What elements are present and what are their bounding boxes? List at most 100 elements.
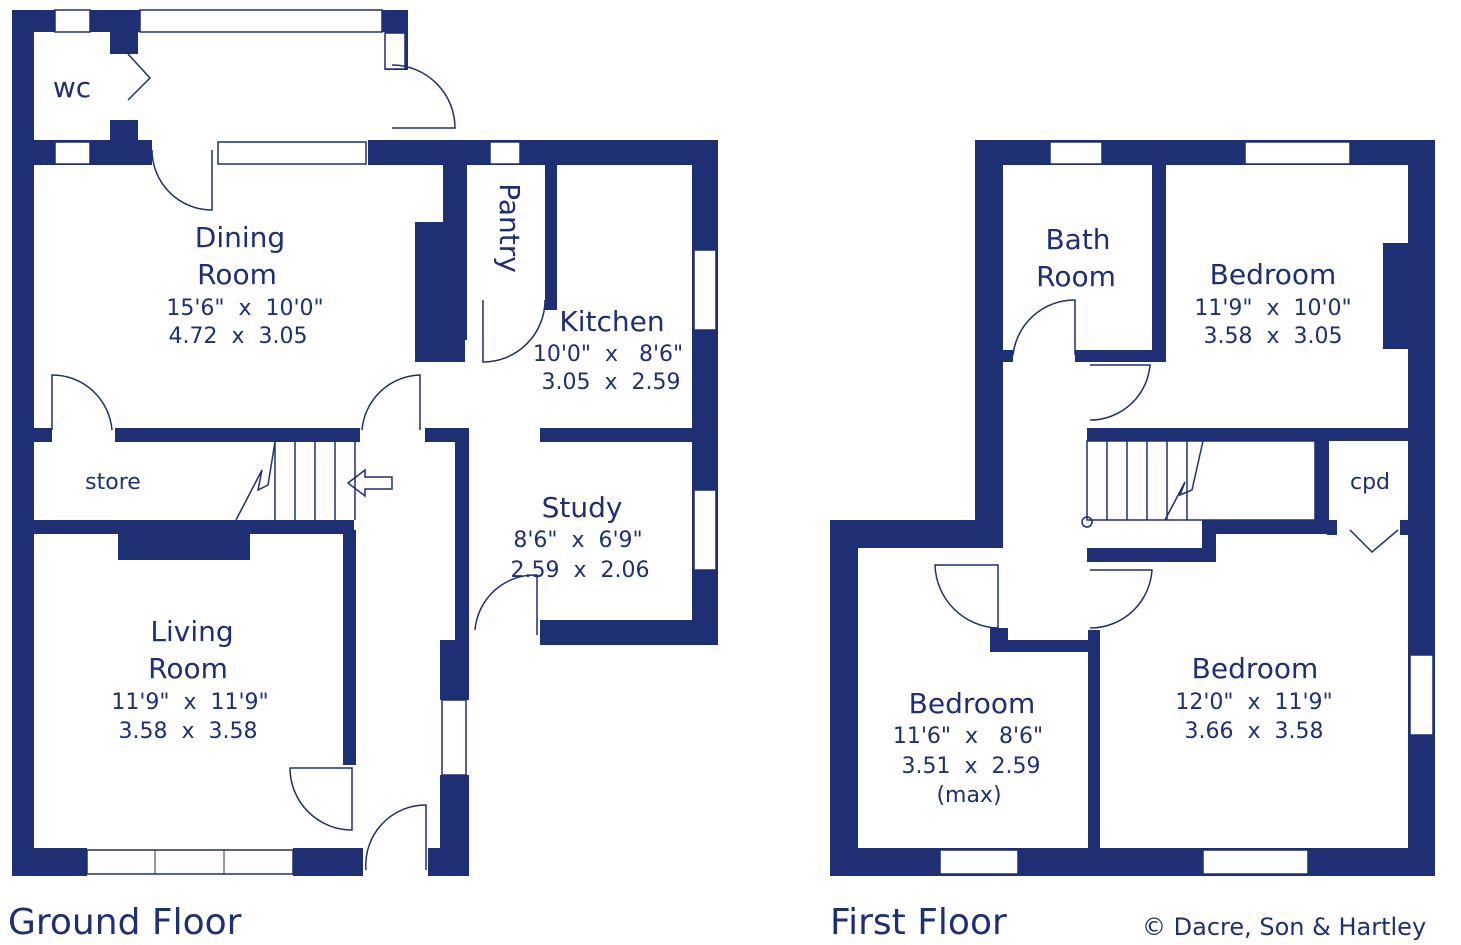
room-dim-living-metric: 3.58 x 3.58 — [119, 719, 258, 744]
wall — [830, 520, 858, 876]
wall — [1315, 440, 1329, 520]
room-label-study: Study — [542, 491, 623, 524]
wall — [540, 620, 718, 645]
first-floor-windows — [939, 141, 1434, 875]
wall — [1400, 520, 1410, 535]
room-dim-dining-metric: 4.72 x 3.05 — [169, 324, 308, 349]
wall — [12, 848, 87, 876]
room-label-dining-2: Room — [197, 258, 277, 291]
wall — [1202, 520, 1216, 562]
wall — [293, 848, 363, 876]
wall — [975, 140, 1435, 165]
door — [361, 374, 421, 431]
first-floor-label: First Floor — [830, 902, 1007, 943]
ground-floor-windows — [54, 9, 717, 875]
wall — [1087, 428, 1408, 441]
wall — [12, 10, 34, 870]
window — [139, 9, 383, 33]
room-label-bedroom-1: Bedroom — [1210, 258, 1337, 291]
window — [693, 489, 717, 571]
room-label-living: Living — [150, 615, 233, 648]
window — [489, 141, 521, 165]
room-label-kitchen: Kitchen — [559, 305, 664, 338]
door — [1012, 299, 1076, 356]
room-label-bath-2: Room — [1036, 260, 1116, 293]
room-dim-bedroom-2-metric: 3.66 x 3.58 — [1185, 719, 1324, 744]
room-dim-kitchen-imperial: 10'0" x 8'6" — [533, 342, 683, 367]
door — [1349, 529, 1399, 554]
door — [482, 299, 546, 363]
room-dim-bedroom-1-imperial: 11'9" x 10'0" — [1194, 296, 1351, 321]
ground-floor-walls — [12, 10, 718, 876]
room-dim-living-imperial: 11'9" x 11'9" — [111, 690, 268, 715]
wall — [1152, 160, 1166, 360]
copyright-notice: © Dacre, Son & Hartley — [1142, 913, 1427, 941]
window — [1049, 141, 1103, 165]
window — [1409, 654, 1434, 736]
window — [1202, 849, 1309, 875]
room-dim-study-metric: 2.59 x 2.06 — [511, 558, 650, 583]
door — [391, 64, 456, 129]
window — [1244, 141, 1351, 165]
wall — [1088, 630, 1100, 850]
window — [441, 699, 467, 776]
wall — [110, 30, 138, 54]
window — [54, 141, 91, 165]
door — [474, 574, 538, 635]
room-dim-bedroom-1-metric: 3.58 x 3.05 — [1204, 324, 1343, 349]
wall — [545, 160, 557, 310]
room-label-living-2: Room — [148, 652, 228, 685]
window — [54, 9, 91, 33]
ground-floor-label: Ground Floor — [8, 902, 242, 943]
room-label-wc: wc — [53, 71, 91, 104]
ground-floor-stairs — [235, 441, 393, 521]
room-label-cpd: cpd — [1350, 470, 1390, 495]
window — [693, 249, 717, 331]
wall — [118, 530, 250, 560]
room-dim-bedroom-3-imperial: 11'6" x 8'6" — [893, 724, 1043, 749]
door — [365, 804, 427, 871]
window — [217, 141, 367, 165]
wall — [1003, 350, 1013, 362]
door — [289, 767, 353, 831]
door — [151, 149, 213, 211]
wall — [830, 520, 1003, 548]
room-label-store: store — [85, 470, 141, 495]
room-label-bedroom-2: Bedroom — [1192, 652, 1319, 685]
window — [384, 32, 406, 70]
room-dim-bedroom-3-metric: 3.51 x 2.59 — [902, 754, 1041, 779]
wall — [1383, 243, 1413, 349]
stairs-arrow-icon — [346, 468, 393, 498]
wall — [440, 640, 469, 700]
ground-floor-doors — [51, 53, 546, 871]
wall — [34, 520, 354, 534]
room-dim-bedroom-2-imperial: 12'0" x 11'9" — [1175, 690, 1332, 715]
room-note-bedroom-3: (max) — [936, 783, 1001, 808]
first-floor-doors — [934, 299, 1399, 629]
door — [1089, 364, 1151, 421]
wall — [1327, 520, 1337, 535]
wall — [428, 848, 469, 876]
wall — [1202, 520, 1327, 534]
first-floor-walls — [830, 140, 1435, 876]
wall — [830, 848, 1435, 876]
door — [127, 53, 152, 101]
room-label-bath: Bath — [1045, 223, 1110, 256]
wall — [1075, 350, 1166, 362]
wall — [975, 140, 1003, 520]
wall — [34, 428, 52, 442]
room-dim-kitchen-metric: 3.05 x 2.59 — [542, 370, 681, 395]
wall — [540, 428, 718, 442]
first-floor-stairs — [1081, 440, 1316, 528]
wall — [455, 428, 469, 648]
wall — [115, 428, 360, 442]
wall — [1087, 548, 1202, 562]
room-dim-study-imperial: 8'6" x 6'9" — [513, 528, 642, 553]
window — [86, 849, 294, 875]
wall — [443, 140, 467, 340]
wall — [990, 640, 1100, 652]
door — [51, 374, 113, 431]
room-label-bedroom-3: Bedroom — [909, 687, 1036, 720]
wall — [368, 140, 718, 165]
